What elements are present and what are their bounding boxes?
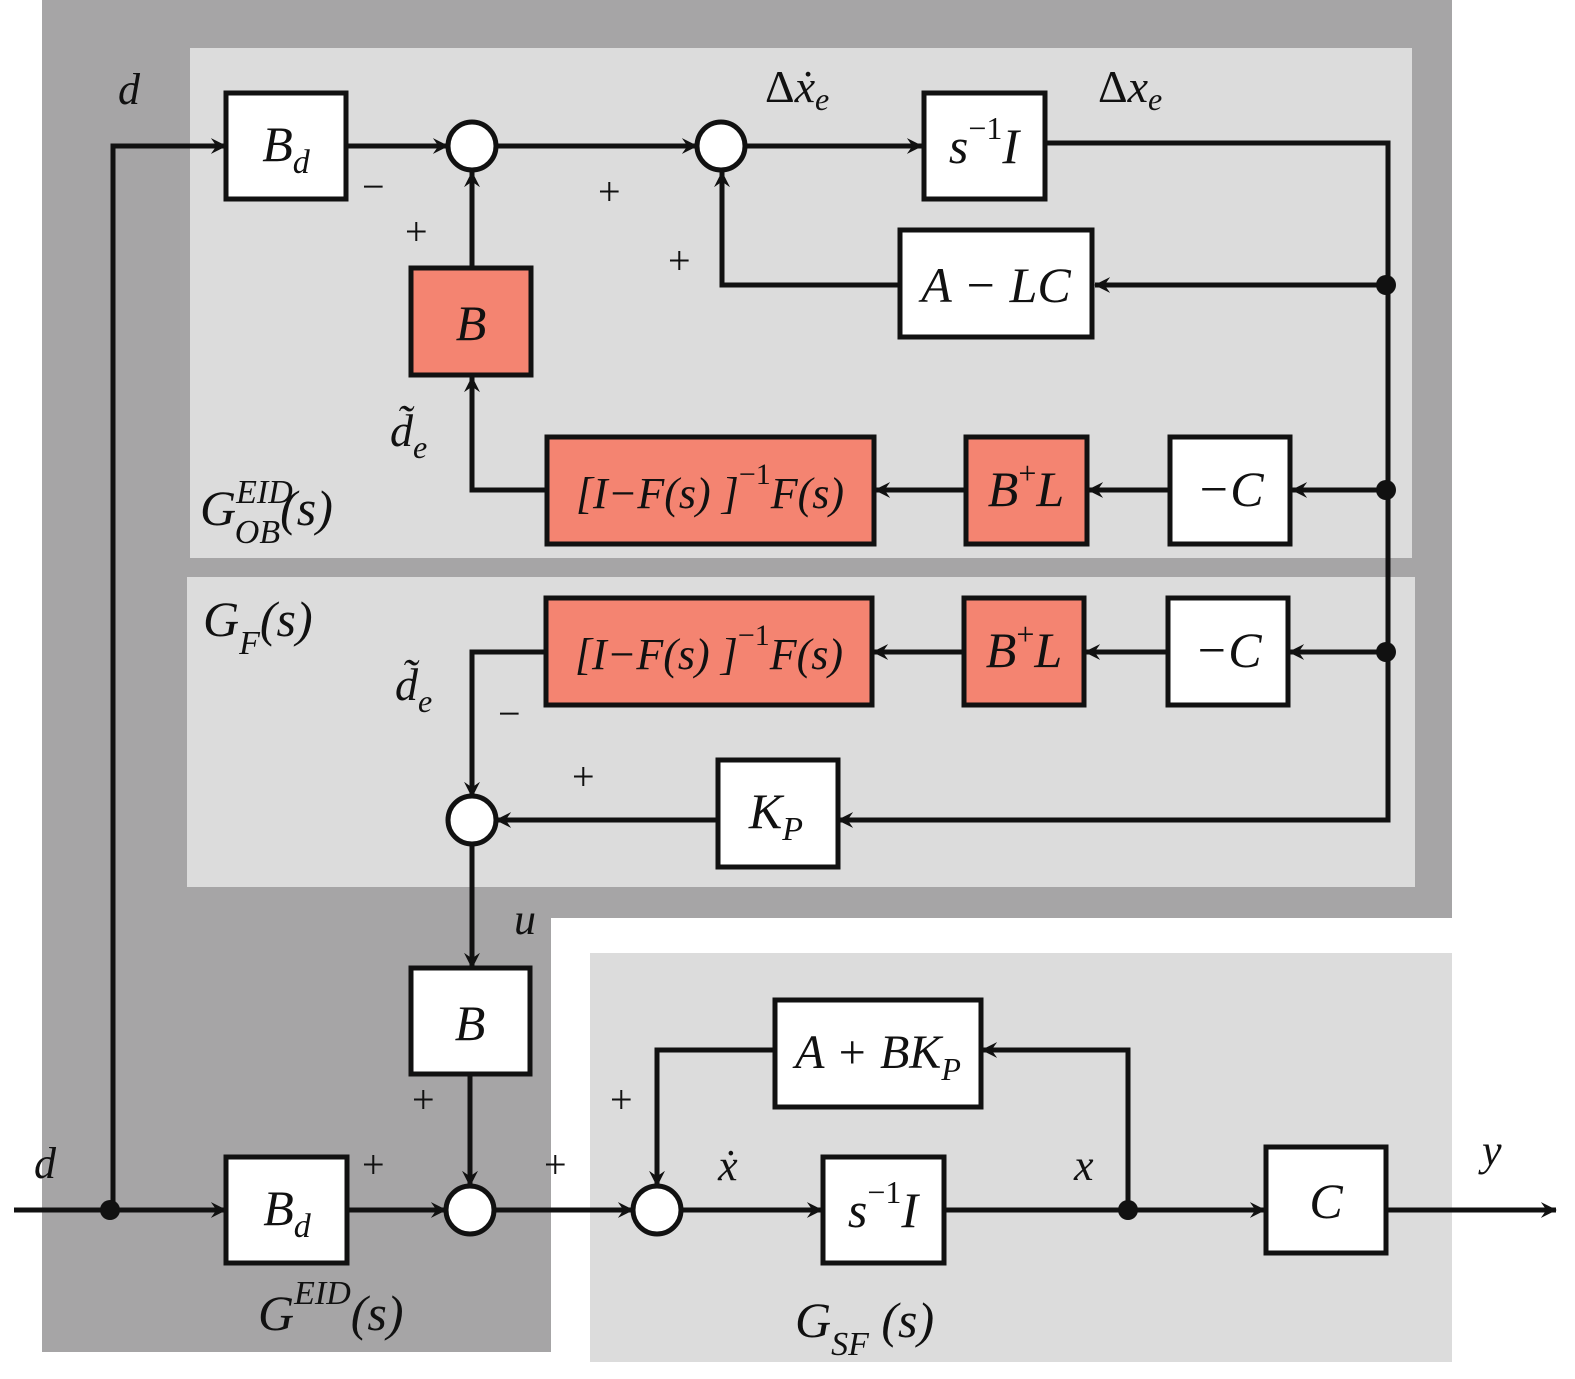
wire-x-feedback xyxy=(981,1042,1131,1210)
signal-y: y xyxy=(1478,1126,1502,1175)
integrator-obs-block xyxy=(921,90,1048,202)
signal-u: u xyxy=(514,895,536,944)
summing-junctions xyxy=(443,119,748,1237)
bplus-l-f-block xyxy=(961,595,1087,708)
sign-minus-bd-top: − xyxy=(362,164,385,209)
signal-d-left: d xyxy=(34,1139,57,1188)
a-minus-lc-block xyxy=(897,227,1095,340)
sign-plus-b-input: + xyxy=(412,1077,435,1122)
junction-alc xyxy=(1376,275,1396,295)
bd-top-block xyxy=(223,90,349,202)
signal-x-dot: ẋ xyxy=(717,1141,738,1190)
sum-junction-1 xyxy=(445,119,499,173)
a-minus-lc-label: A − LC xyxy=(918,257,1071,313)
sum-junction-2 xyxy=(694,119,748,173)
kp-block xyxy=(715,757,841,870)
b-obs-block xyxy=(408,265,534,378)
signal-d-tilde-obs: d̃e xyxy=(390,405,427,465)
integrator-plant-label: s−1I xyxy=(848,1174,921,1238)
sign-labels: − + + + − + + + + + xyxy=(362,164,691,1187)
signal-x: x xyxy=(1073,1141,1094,1190)
b-input-block xyxy=(408,965,533,1077)
sign-plus-bd-bottom: + xyxy=(362,1142,385,1187)
integrator-obs-label: s−1I xyxy=(949,110,1022,174)
blocks xyxy=(223,90,1389,1266)
junction-x xyxy=(1118,1200,1138,1220)
wire-filter-b-obs xyxy=(464,376,547,493)
wire-d-vertical xyxy=(110,138,227,1210)
filter-f-label: [I−F(s) ]−1F(s) xyxy=(575,619,843,679)
bplus-l-obs-block xyxy=(963,434,1090,547)
neg-c-f-block xyxy=(1165,595,1291,708)
sign-plus-kp: + xyxy=(572,754,595,799)
sign-minus-filter: − xyxy=(498,691,521,736)
signal-d-tilde-f: d̃e xyxy=(395,659,432,719)
a-plus-bkp-label: A + BKP xyxy=(792,1026,961,1087)
signal-x-e: Δxe xyxy=(1098,61,1162,117)
wire-abkp-sum5 xyxy=(649,1047,775,1187)
sum-junction-3 xyxy=(445,793,499,847)
integrator-plant-block xyxy=(820,1154,947,1266)
filter-obs-block xyxy=(544,434,877,547)
bd-bottom-block xyxy=(223,1154,350,1266)
signal-d-top: d xyxy=(118,65,141,114)
sign-plus-feedback: + xyxy=(610,1077,633,1122)
sign-plus-sum2-left: + xyxy=(598,169,621,214)
kp-label: KP xyxy=(748,783,803,848)
bplus-l-obs-label: B+L xyxy=(988,455,1064,517)
signal-dx-e: Δẋe xyxy=(765,61,829,117)
junction-negc-f xyxy=(1376,642,1396,662)
junction-negc-obs xyxy=(1376,480,1396,500)
neg-c-f-label: −C xyxy=(1194,622,1262,678)
sum-junction-5 xyxy=(630,1183,684,1237)
wire-filter-sum3 xyxy=(464,649,546,798)
c-out-label: C xyxy=(1309,1173,1343,1229)
sign-plus-b-obs: + xyxy=(405,209,428,254)
neg-c-obs-block xyxy=(1167,434,1293,547)
sign-plus-alc: + xyxy=(668,238,691,283)
b-obs-label: B xyxy=(456,295,487,351)
label-g-eid: GEID(s) xyxy=(258,1275,404,1341)
junctions xyxy=(100,275,1396,1220)
b-input-label: B xyxy=(455,995,486,1051)
label-g-f: GF(s) xyxy=(203,591,313,662)
c-out-block xyxy=(1263,1144,1389,1256)
sum-junction-4 xyxy=(443,1183,497,1237)
wire-alc-sum2 xyxy=(714,171,900,288)
filter-f-block xyxy=(543,595,875,708)
bplus-l-f-label: B+L xyxy=(986,616,1062,678)
label-g-sf: GSF (s) xyxy=(795,1292,934,1363)
block-labels: Bd s−1I A − LC B [I−F(s) ]−1F(s) B+L −C … xyxy=(262,110,1343,1245)
signal-labels: d d Δẋe Δxe d̃e d̃e u ẋ x y xyxy=(34,61,1502,1190)
a-plus-bkp-block xyxy=(772,997,984,1110)
filter-obs-label: [I−F(s) ]−1F(s) xyxy=(576,458,844,518)
bd-bottom-label: Bd xyxy=(263,1180,312,1245)
sign-plus-sum5-left: + xyxy=(544,1142,567,1187)
neg-c-obs-label: −C xyxy=(1196,461,1264,517)
junction-d xyxy=(100,1200,120,1220)
bd-top-label: Bd xyxy=(262,116,311,181)
